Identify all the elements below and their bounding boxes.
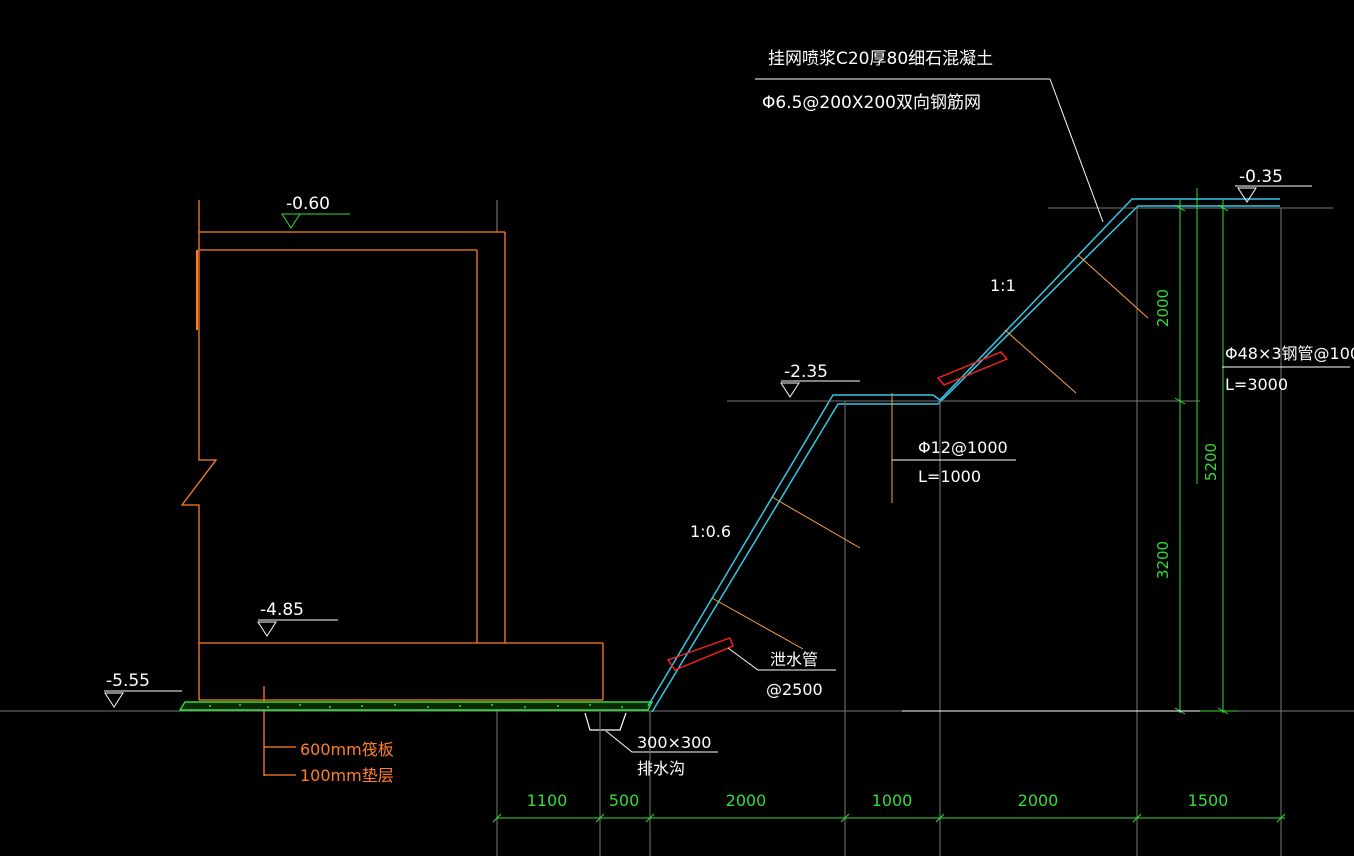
slope-ratio-upper: 1:1	[990, 276, 1016, 295]
bottom-dim: 1000	[872, 791, 913, 810]
mesh-note: Φ6.5@200X200双向钢筋网	[762, 93, 981, 113]
nail-length: L=1000	[918, 467, 981, 486]
ditch-size: 300×300	[637, 733, 711, 752]
nail-callout: Φ12@1000 L=1000	[892, 438, 1016, 486]
elevation-marker-raft: -4.85	[257, 600, 338, 637]
bottom-dim: 2000	[726, 791, 767, 810]
ditch-callout: 300×300 排水沟	[637, 733, 711, 778]
basement-structure	[180, 200, 604, 776]
dim-total: 5200	[1202, 443, 1220, 481]
steel-pipe-callout: Φ48×3钢管@1000 L=3000	[1222, 344, 1354, 394]
elevation-marker-top-right: -0.35	[1235, 167, 1312, 203]
slope-surface	[647, 198, 1280, 713]
cushion-layer	[178, 701, 654, 711]
weep-pipes	[666, 351, 1009, 671]
elevation-label: -2.35	[784, 362, 828, 382]
pipe-spec: Φ48×3钢管@1000	[1225, 344, 1354, 363]
elevation-label: -0.35	[1239, 167, 1283, 187]
ditch-leader	[605, 730, 718, 753]
vertical-dim-lines	[1174, 188, 1238, 715]
weep-spacing: @2500	[766, 680, 823, 699]
elevation-label: -4.85	[260, 600, 304, 620]
drainage-ditch	[584, 712, 627, 731]
bottom-dim: 500	[609, 791, 640, 810]
shotcrete-callout: 挂网喷浆C20厚80细石混凝土 Φ6.5@200X200双向钢筋网	[755, 49, 1104, 223]
bottom-dim: 2000	[1018, 791, 1059, 810]
elevation-marker-berm: -2.35	[780, 362, 860, 398]
weep-name: 泄水管	[770, 650, 818, 669]
raft-label: 600mm筏板	[300, 740, 394, 759]
reference-lines	[496, 207, 1333, 856]
dim-upper: 2000	[1154, 289, 1172, 327]
ditch-name: 排水沟	[637, 759, 685, 778]
bottom-dim: 1100	[527, 791, 568, 810]
weep-callout: 泄水管 @2500	[727, 647, 836, 699]
slope-ratio-lower: 1:0.6	[690, 522, 731, 541]
elevation-label: -5.55	[106, 671, 150, 691]
soil-nails	[711, 254, 1149, 650]
cushion-label: 100mm垫层	[300, 766, 394, 785]
elevation-marker-ground: -5.55	[104, 671, 182, 708]
shotcrete-note: 挂网喷浆C20厚80细石混凝土	[768, 49, 993, 69]
elevation-label: -0.60	[286, 194, 330, 214]
dim-lower: 3200	[1154, 541, 1172, 579]
bottom-dim: 1500	[1188, 791, 1229, 810]
bottom-dim-lines	[492, 813, 1286, 823]
pipe-length: L=3000	[1225, 375, 1288, 394]
elevation-marker-top-left: -0.60	[281, 194, 350, 229]
nail-spec: Φ12@1000	[918, 438, 1008, 457]
